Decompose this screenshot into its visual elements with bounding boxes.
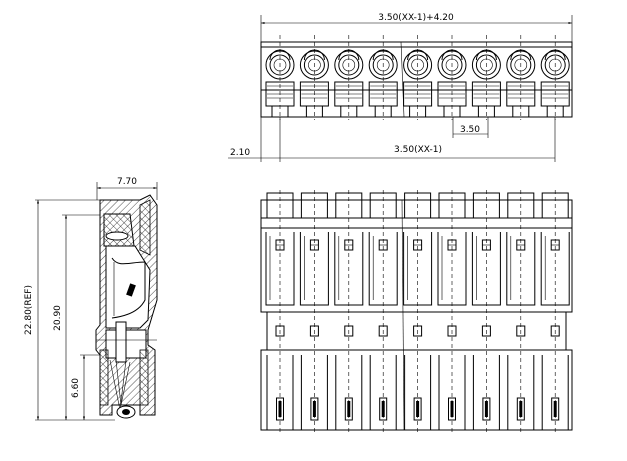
span-dimension-label: 3.50(XX-1) [394, 145, 442, 155]
top-pin-6 [437, 35, 467, 120]
top-view: 3.50(XX-1)+4.20 3.50 3.50(XX-1) 2.10 [228, 13, 573, 162]
overall-dimension-label: 3.50(XX-1)+4.20 [378, 13, 454, 23]
top-pin-7 [471, 35, 501, 120]
top-pin-3 [334, 35, 364, 120]
front-pin-7 [471, 190, 501, 432]
top-pin-8 [506, 35, 536, 120]
front-pin-6 [437, 190, 467, 432]
height-dimension-label: 20.90 [53, 305, 63, 331]
front-pin-9 [540, 190, 570, 432]
pitch-dimension-label: 3.50 [460, 125, 480, 135]
front-pin-2 [299, 190, 329, 432]
front-pin-5 [403, 190, 433, 432]
height-ref-dimension-label: 22.80(REF) [24, 285, 34, 335]
front-pin-1 [265, 190, 295, 432]
pin-dimension-label: 6.60 [71, 378, 81, 398]
top-pin-2 [299, 35, 329, 120]
front-view [260, 190, 573, 432]
side-view-section: 7.70 22.80(REF) 20.90 6.60 [24, 177, 158, 421]
front-view-pins [265, 190, 570, 432]
front-pin-4 [368, 190, 398, 432]
top-pin-5 [403, 35, 433, 120]
top-pin-1 [265, 35, 295, 120]
front-pin-3 [334, 190, 364, 432]
top-pin-9 [540, 35, 570, 120]
front-pin-8 [506, 190, 536, 432]
top-pin-4 [368, 35, 398, 120]
width-dimension-label: 7.70 [117, 177, 137, 187]
top-view-pins [265, 35, 570, 120]
offset-dimension-label: 2.10 [230, 148, 250, 158]
